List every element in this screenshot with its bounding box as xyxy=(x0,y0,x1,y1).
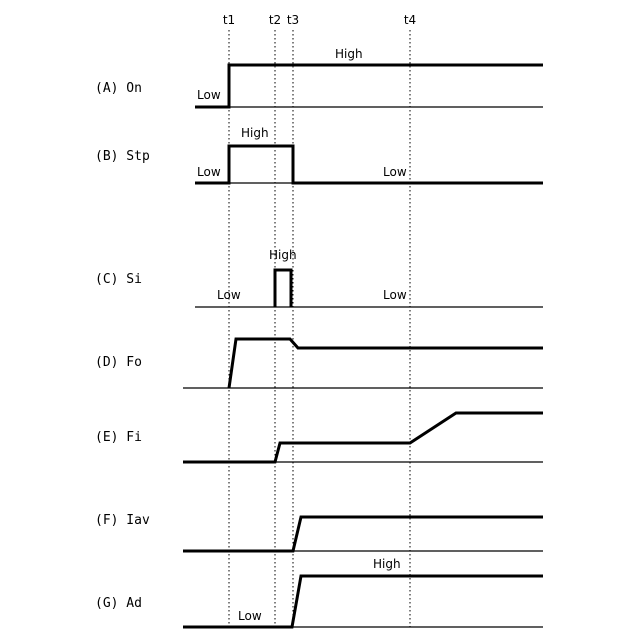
signal-trace xyxy=(275,270,291,307)
row-f-iav: (F) Iav xyxy=(95,513,543,551)
row-label: (G) Ad xyxy=(95,596,142,611)
signal-trace xyxy=(195,65,543,107)
level-label-low: Low xyxy=(238,609,262,623)
level-label-low-2: Low xyxy=(383,165,407,179)
row-d-fo: (D) Fo xyxy=(95,339,543,388)
level-label-high: High xyxy=(269,248,297,262)
time-marker-t2: t2 xyxy=(269,13,281,27)
level-label-low: Low xyxy=(217,288,241,302)
row-label: (B) Stp xyxy=(95,149,150,164)
signal-trace xyxy=(183,413,543,462)
row-label: (F) Iav xyxy=(95,513,150,528)
level-label-low-2: Low xyxy=(383,288,407,302)
signal-trace xyxy=(183,576,543,627)
level-label-low: Low xyxy=(197,88,221,102)
row-e-fi: (E) Fi xyxy=(95,413,543,462)
signal-trace xyxy=(229,339,543,388)
time-marker-t1: t1 xyxy=(223,13,235,27)
row-a-on: (A) On Low High xyxy=(95,47,543,107)
time-marker-t4: t4 xyxy=(404,13,416,27)
level-label-high: High xyxy=(373,557,401,571)
level-label-low: Low xyxy=(197,165,221,179)
row-label: (D) Fo xyxy=(95,355,142,370)
row-label: (E) Fi xyxy=(95,430,142,445)
row-c-si: (C) Si Low High Low xyxy=(95,248,543,307)
signal-trace xyxy=(183,517,543,551)
row-b-stp: (B) Stp Low High Low xyxy=(95,126,543,183)
time-marker-t3: t3 xyxy=(287,13,299,27)
row-label: (A) On xyxy=(95,81,142,96)
signal-trace xyxy=(195,146,543,183)
level-label-high: High xyxy=(335,47,363,61)
row-g-ad: (G) Ad Low High xyxy=(95,557,543,627)
row-label: (C) Si xyxy=(95,272,142,287)
level-label-high: High xyxy=(241,126,269,140)
